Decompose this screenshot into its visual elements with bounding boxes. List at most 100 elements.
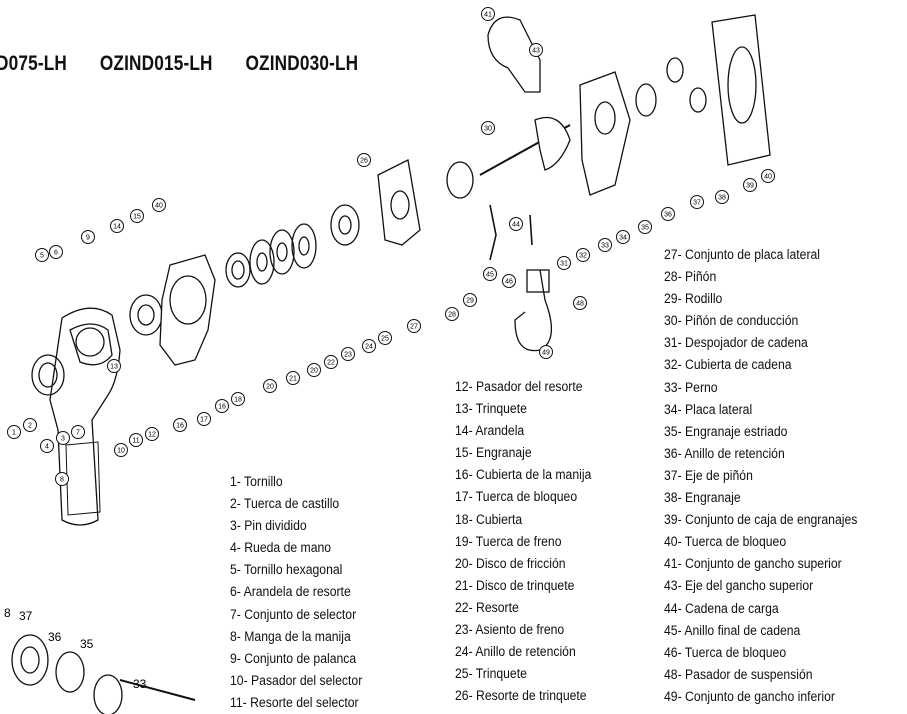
- svg-text:49: 49: [542, 350, 550, 357]
- legend-item: 21- Disco de trinquete: [455, 577, 575, 594]
- callout-41: 41: [481, 7, 495, 21]
- callout-15: 15: [130, 209, 144, 223]
- callout-21: 21: [286, 371, 300, 385]
- svg-text:31: 31: [560, 261, 568, 268]
- legend-item: 34- Placa lateral: [664, 401, 753, 418]
- svg-text:16: 16: [218, 404, 226, 411]
- svg-text:24: 24: [365, 344, 373, 351]
- legend-item: 49- Conjunto de gancho inferior: [664, 688, 835, 705]
- svg-text:27: 27: [410, 324, 418, 331]
- callout-40: 40: [761, 169, 775, 183]
- legend-item: 37- Eje de piñón: [664, 467, 753, 484]
- svg-text:44: 44: [512, 222, 520, 229]
- svg-text:34: 34: [619, 235, 627, 242]
- legend-item: 11- Resorte del selector: [230, 694, 359, 711]
- svg-text:45: 45: [486, 272, 494, 279]
- callout-12: 12: [145, 427, 159, 441]
- callout-27: 27: [407, 319, 421, 333]
- callout-11: 11: [129, 433, 143, 447]
- legend-item: 48- Pasador de suspensión: [664, 666, 813, 683]
- model-1: D075-LH: [0, 52, 68, 75]
- legend-item: 12- Pasador del resorte: [455, 379, 583, 395]
- callout-37: 37: [690, 195, 704, 209]
- legend-item: 26- Resorte de trinquete: [455, 688, 587, 705]
- legend-item: 7- Conjunto de selector: [230, 606, 357, 623]
- svg-text:33: 33: [601, 243, 609, 250]
- legend-item: 25- Trinquete: [455, 666, 527, 683]
- svg-text:20: 20: [310, 368, 318, 375]
- inset-label-8: 8: [4, 606, 11, 620]
- svg-text:30: 30: [484, 126, 492, 133]
- callout-26: 26: [357, 153, 371, 167]
- callout-39: 39: [743, 178, 757, 192]
- svg-text:23: 23: [344, 352, 352, 359]
- legend-item: 38- Engranaje: [664, 490, 741, 507]
- callout-38: 38: [715, 190, 729, 204]
- svg-text:3: 3: [61, 436, 65, 443]
- svg-text:28: 28: [448, 312, 456, 319]
- legend-item: 16- Cubierta de la manija: [455, 467, 592, 484]
- callout-3: 3: [56, 431, 70, 445]
- svg-text:32: 32: [579, 253, 587, 260]
- svg-text:17: 17: [200, 417, 208, 424]
- callout-6: 6: [49, 245, 63, 259]
- svg-text:25: 25: [381, 336, 389, 343]
- callout-16: 16: [173, 418, 187, 432]
- legend-item: 10- Pasador del selector: [230, 672, 363, 689]
- svg-text:36: 36: [664, 212, 672, 219]
- model-2: OZIND015-LH: [99, 52, 213, 75]
- inset-label-33: 33: [133, 677, 147, 691]
- svg-text:1: 1: [12, 430, 16, 437]
- svg-text:7: 7: [76, 430, 80, 437]
- legend-item: 13- Trinquete: [455, 401, 527, 418]
- legend-item: 15- Engranaje: [455, 445, 532, 462]
- callout-31: 31: [557, 256, 571, 270]
- svg-text:35: 35: [641, 225, 649, 232]
- legend-column-2: 12- Pasador del resorte 13- Trinquete 14- …: [455, 376, 591, 707]
- callout-34: 34: [616, 230, 630, 244]
- legend-item: 44- Cadena de carga: [664, 600, 779, 617]
- svg-text:13: 13: [110, 364, 118, 371]
- callout-10: 10: [114, 443, 128, 457]
- legend-item: 19- Tuerca de freno: [455, 533, 562, 550]
- legend-item: 22- Resorte: [455, 599, 519, 616]
- legend-item: 33- Perno: [664, 379, 718, 396]
- legend-item: 29- Rodillo: [664, 291, 723, 308]
- svg-text:41: 41: [484, 12, 492, 19]
- legend-item: 14- Arandela: [455, 423, 525, 440]
- legend-item: 45- Anillo final de cadena: [664, 622, 801, 639]
- legend-item: 31- Despojador de cadena: [664, 335, 808, 352]
- legend-item: 36- Anillo de retención: [664, 445, 785, 462]
- callout-48: 48: [573, 296, 587, 310]
- legend-item: 39- Conjunto de caja de engranajes: [664, 512, 858, 529]
- svg-text:9: 9: [86, 235, 90, 242]
- inset-label-36: 36: [48, 630, 62, 644]
- callout-22: 22: [324, 355, 338, 369]
- svg-text:12: 12: [148, 432, 156, 439]
- callout-40: 40: [152, 198, 166, 212]
- inset-label-35: 35: [80, 637, 94, 651]
- model-title: D075-LH OZIND015-LH OZIND030-LH: [0, 52, 386, 76]
- callout-5: 5: [35, 248, 49, 262]
- svg-text:22: 22: [327, 360, 335, 367]
- callout-43: 43: [529, 43, 543, 57]
- svg-text:11: 11: [132, 438, 139, 445]
- legend-item: 46- Tuerca de bloqueo: [664, 644, 787, 661]
- callout-17: 17: [197, 412, 211, 426]
- callout-35: 35: [638, 220, 652, 234]
- svg-text:43: 43: [532, 48, 540, 55]
- svg-text:6: 6: [54, 250, 58, 257]
- callout-20: 20: [263, 379, 277, 393]
- svg-text:20: 20: [266, 384, 274, 391]
- callout-13: 13: [107, 359, 121, 373]
- legend-item: 40- Tuerca de bloqueo: [664, 534, 787, 551]
- svg-text:4: 4: [45, 444, 49, 451]
- svg-text:10: 10: [117, 448, 125, 455]
- svg-text:29: 29: [466, 298, 474, 305]
- svg-text:5: 5: [40, 253, 44, 260]
- callout-16: 16: [215, 399, 229, 413]
- svg-text:8: 8: [60, 477, 64, 484]
